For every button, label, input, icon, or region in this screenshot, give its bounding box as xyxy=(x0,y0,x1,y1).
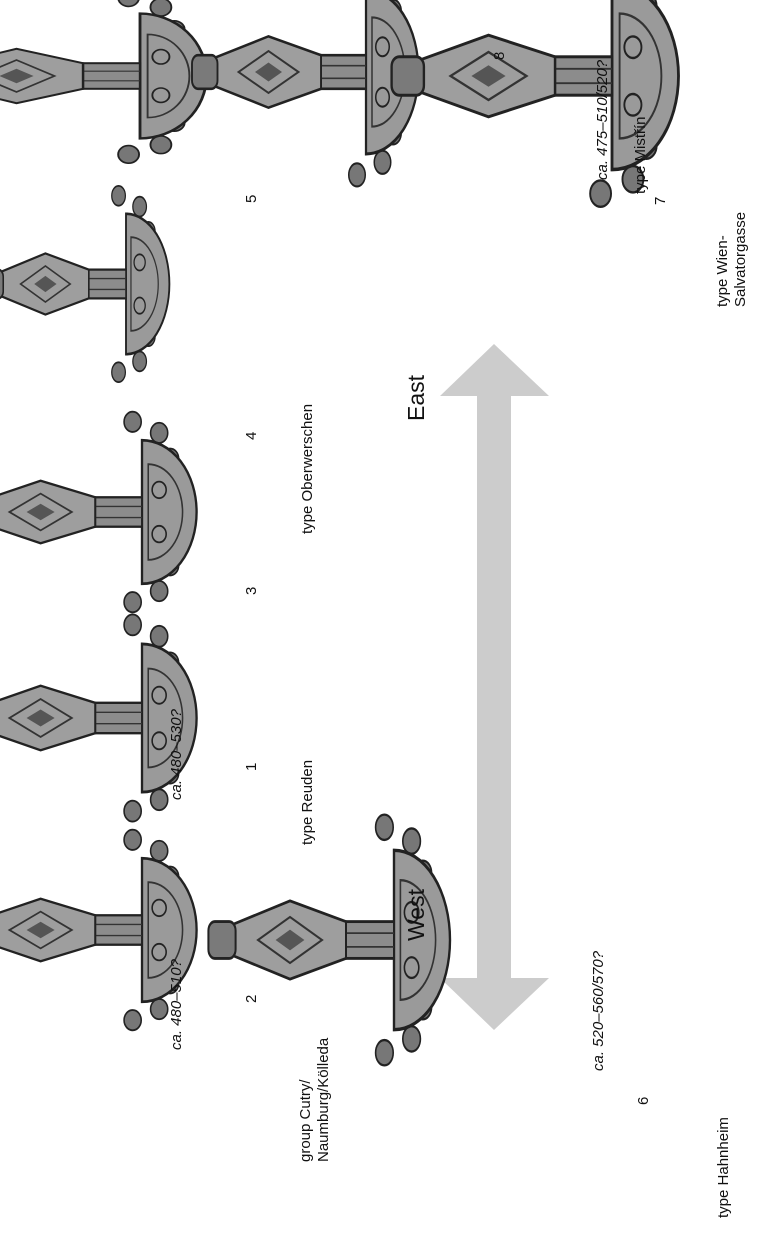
brooch-number-3: 3 xyxy=(243,587,261,595)
brooch-4-drawing xyxy=(0,186,169,382)
brooch-6-date: ca. 520–560/570? xyxy=(590,951,608,1071)
west-label: West xyxy=(403,889,430,941)
brooch-3-drawing xyxy=(0,412,197,613)
brooch-5-date: ca. 475–510/520? xyxy=(594,60,612,180)
brooch-7-type: type Wien- Salvatorgasse xyxy=(714,212,749,307)
brooch-6-type: type Hahnheim xyxy=(715,1117,733,1218)
brooch-5-drawing xyxy=(0,0,207,163)
brooch-4-type: type Oberwerschen xyxy=(299,404,317,534)
brooch-7-drawing xyxy=(192,0,419,186)
brooch-number-8: 8 xyxy=(491,52,509,60)
brooch-number-5: 5 xyxy=(243,195,261,203)
brooch-number-4: 4 xyxy=(243,432,261,440)
west-east-arrow xyxy=(440,0,549,1030)
brooch-5-type: type Mistřín xyxy=(632,116,650,194)
brooch-1-date: ca. 480–510? xyxy=(168,959,186,1050)
brooch-number-7: 7 xyxy=(652,197,670,205)
brooch-number-2: 2 xyxy=(243,995,261,1003)
brooch-3-type: type Reuden xyxy=(299,760,317,845)
brooch-number-1: 1 xyxy=(243,763,261,771)
brooch-1-type: group Cutry/ Naumburg/Kölleda xyxy=(297,1038,332,1162)
brooch-3-date: ca. 480–530? xyxy=(168,709,186,800)
east-label: East xyxy=(403,375,430,421)
brooch-number-6: 6 xyxy=(635,1097,653,1105)
